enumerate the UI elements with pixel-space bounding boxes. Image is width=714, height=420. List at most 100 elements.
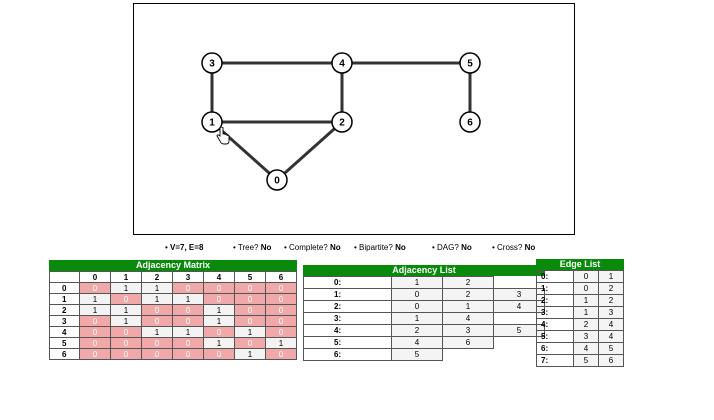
edge-list-to: 2 [598, 282, 624, 295]
edge-list-from: 4 [573, 342, 599, 355]
adjacency-list-neighbor: 6 [442, 336, 494, 349]
adjacency-list-empty [493, 348, 545, 361]
vertex-circle[interactable] [201, 111, 223, 133]
vertex-circle[interactable] [331, 111, 353, 133]
matrix-cell: 0 [265, 304, 297, 316]
graph-stats-bar: • V=7, E=8 • Tree? No • Complete? No • B… [0, 243, 714, 257]
vertex-4[interactable]: 4 [331, 52, 353, 74]
matrix-col-header: 0 [79, 271, 111, 283]
adjacency-list-neighbor: 5 [391, 348, 443, 361]
adjacency-list-empty [493, 336, 545, 349]
adjacency-list-neighbor: 0 [391, 288, 443, 301]
edge-0-2[interactable] [276, 120, 343, 182]
vertex-5[interactable]: 5 [459, 52, 481, 74]
matrix-cell: 0 [79, 337, 111, 349]
vertex-0[interactable]: 0 [266, 169, 288, 191]
edge-list-label: 5: [536, 330, 574, 343]
matrix-cell: 0 [110, 348, 142, 360]
edge-list-label: 0: [536, 270, 574, 283]
matrix-cell: 0 [172, 337, 204, 349]
adjacency-list-neighbor: 5 [493, 324, 545, 337]
adjacency-list-neighbor: 1 [391, 312, 443, 325]
vertex-circle[interactable] [459, 52, 481, 74]
matrix-cell: 0 [265, 326, 297, 338]
vertex-circle[interactable] [201, 52, 223, 74]
matrix-cell: 0 [172, 304, 204, 316]
edge-list-from: 1 [573, 306, 599, 319]
adjacency-list-label: 2: [303, 300, 392, 313]
matrix-cell: 0 [203, 282, 235, 294]
matrix-col-header: 6 [265, 271, 297, 283]
matrix-cell: 0 [234, 315, 266, 327]
adjacency-list-row: 6:5 [303, 348, 545, 361]
vertex-circle[interactable] [266, 169, 288, 191]
adjacency-list-label: 0: [303, 276, 392, 289]
vertex-3[interactable]: 3 [201, 52, 223, 74]
edge-list-label: 6: [536, 342, 574, 355]
edge-list-to: 5 [598, 342, 624, 355]
adjacency-list-neighbor: 4 [493, 300, 545, 313]
vertex-1[interactable]: 1 [201, 111, 223, 133]
matrix-cell: 0 [265, 348, 297, 360]
adjacency-list-neighbor: 0 [391, 300, 443, 313]
edge-list-to: 2 [598, 294, 624, 307]
matrix-cell: 0 [141, 304, 173, 316]
matrix-corner [49, 271, 80, 283]
vertex-circle[interactable] [459, 111, 481, 133]
vertex-2[interactable]: 2 [331, 111, 353, 133]
matrix-cell: 1 [203, 315, 235, 327]
matrix-cell: 0 [79, 326, 111, 338]
matrix-cell: 1 [172, 326, 204, 338]
stat-dag: • DAG? No [432, 243, 472, 252]
adjacency-list-label: 5: [303, 336, 392, 349]
adjacency-list-neighbor: 1 [391, 276, 443, 289]
matrix-cell: 1 [141, 326, 173, 338]
matrix-col-header: 2 [141, 271, 173, 283]
matrix-cell: 0 [234, 304, 266, 316]
matrix-cell: 1 [110, 282, 142, 294]
matrix-cell: 0 [110, 337, 142, 349]
matrix-cell: 1 [79, 304, 111, 316]
vertex-6[interactable]: 6 [459, 111, 481, 133]
vertex-circle[interactable] [331, 52, 353, 74]
adjacency-list-neighbor: 4 [391, 336, 443, 349]
graph-drawing[interactable]: 0 1 2 3 4 5 6 [134, 4, 576, 236]
matrix-row-header: 3 [49, 315, 80, 327]
adjacency-list-empty [493, 312, 545, 325]
adjacency-list-label: 1: [303, 288, 392, 301]
edge-list-from: 0 [573, 270, 599, 283]
matrix-cell: 0 [79, 282, 111, 294]
edge-list-to: 6 [598, 354, 624, 367]
graph-canvas[interactable]: 0 1 2 3 4 5 6 [133, 3, 575, 235]
hand-pointer-icon [216, 127, 230, 145]
adjacency-list-label: 4: [303, 324, 392, 337]
adjacency-list-neighbor: 2 [442, 276, 494, 289]
matrix-cell: 0 [203, 348, 235, 360]
adjacency-matrix-title: Adjacency Matrix [49, 260, 297, 271]
adjacency-list-empty [442, 348, 494, 361]
matrix-row-header: 1 [49, 293, 80, 305]
matrix-cell: 1 [172, 293, 204, 305]
stat-cross: • Cross? No [492, 243, 536, 252]
adjacency-list-neighbor: 4 [442, 312, 494, 325]
matrix-cell: 0 [234, 293, 266, 305]
matrix-col-header: 5 [234, 271, 266, 283]
adjacency-list-empty [493, 276, 545, 289]
matrix-cell: 0 [265, 315, 297, 327]
matrix-cell: 1 [110, 304, 142, 316]
edge-list-label: 2: [536, 294, 574, 307]
